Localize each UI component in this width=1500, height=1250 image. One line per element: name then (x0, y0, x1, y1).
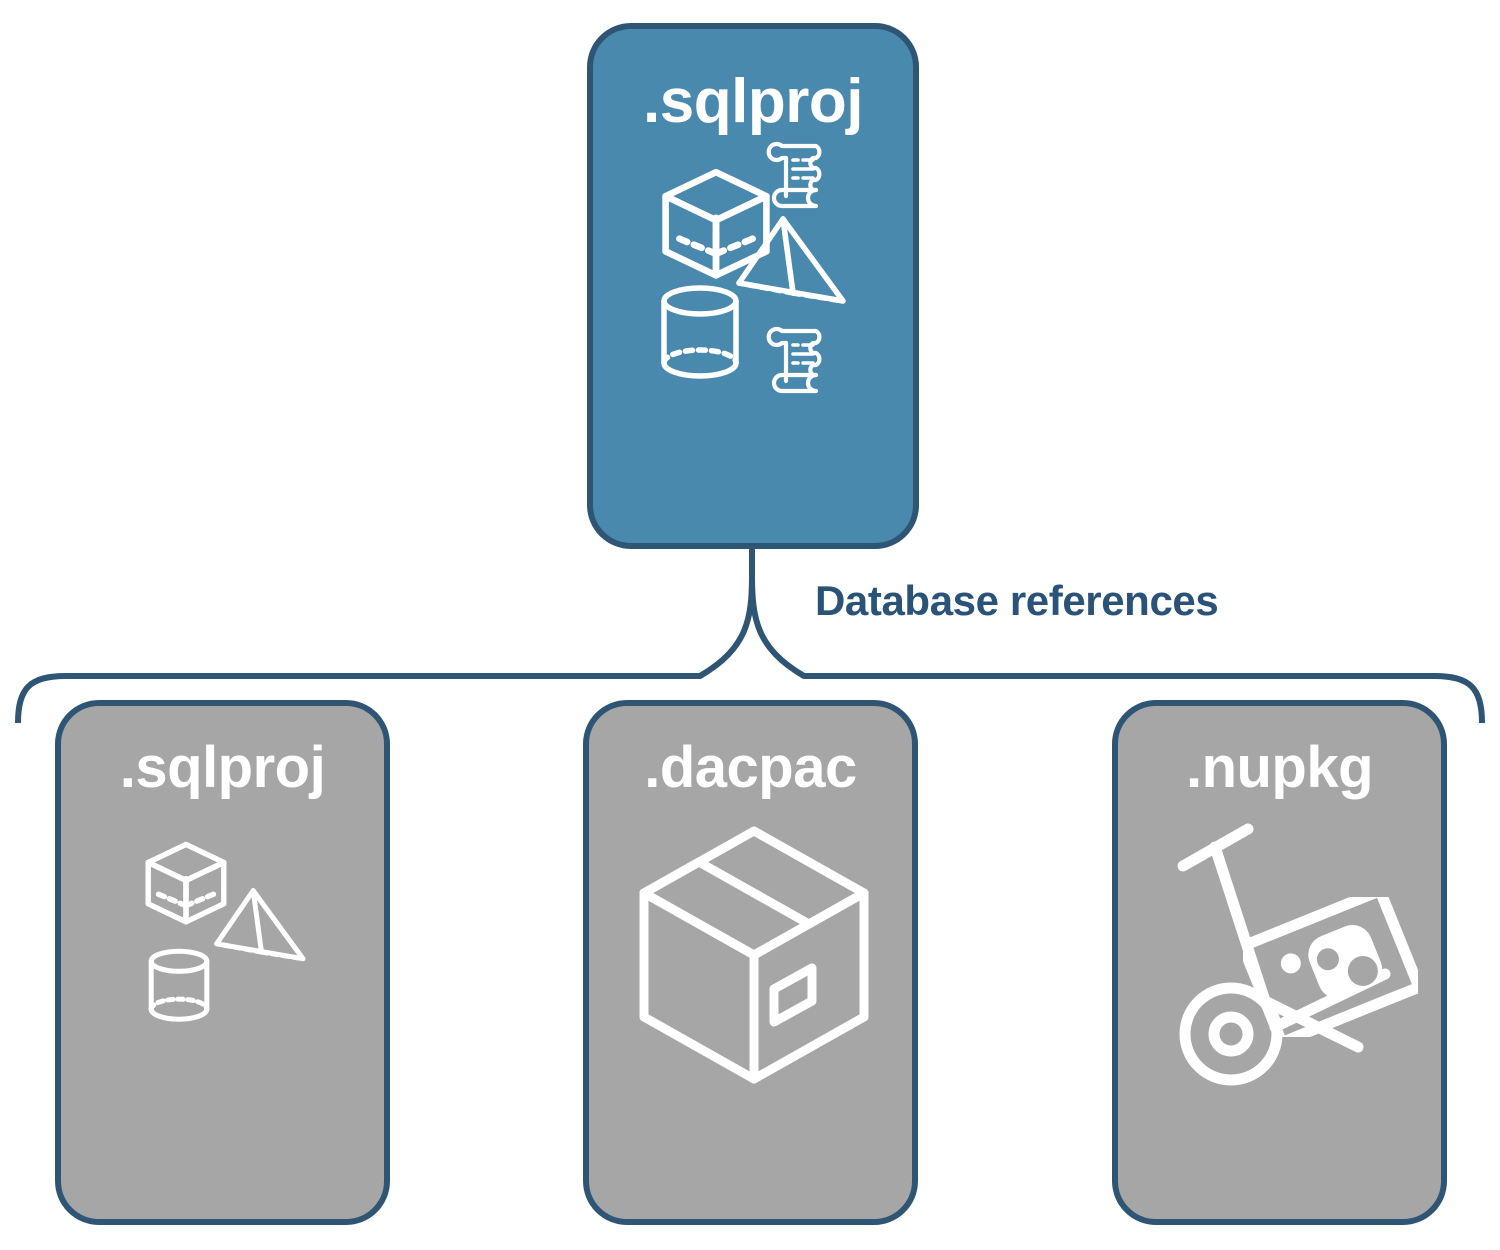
icon-area-dacpac (589, 797, 912, 1219)
card-sqlproj-root[interactable]: .sqlproj (587, 23, 919, 549)
database-references-bracket (15, 548, 1485, 723)
package-box-icon (639, 826, 869, 1084)
card-nupkg[interactable]: .nupkg (1112, 700, 1447, 1225)
scroll-icon (766, 141, 822, 209)
card-dacpac[interactable]: .dacpac (583, 700, 918, 1225)
icon-area-nupkg (1118, 797, 1441, 1219)
scroll-icon (766, 326, 822, 394)
cube-icon (662, 168, 770, 279)
card-title: .nupkg (1185, 735, 1374, 800)
nuget-package-icon (1243, 897, 1418, 1037)
card-title: .sqlproj (643, 67, 863, 136)
pyramid-icon (736, 216, 846, 304)
icon-area-sqlproj-reference (61, 797, 384, 1219)
connector-label: Database references (815, 577, 1219, 624)
cylinder-icon (661, 285, 739, 379)
cylinder-icon (148, 948, 210, 1022)
cube-icon (145, 841, 227, 925)
card-title: .sqlproj (119, 735, 326, 800)
card-title: .dacpac (644, 735, 857, 800)
pyramid-icon (214, 888, 306, 962)
card-sqlproj-reference[interactable]: .sqlproj (55, 700, 390, 1225)
icon-area-sqlproj-root (593, 133, 913, 543)
